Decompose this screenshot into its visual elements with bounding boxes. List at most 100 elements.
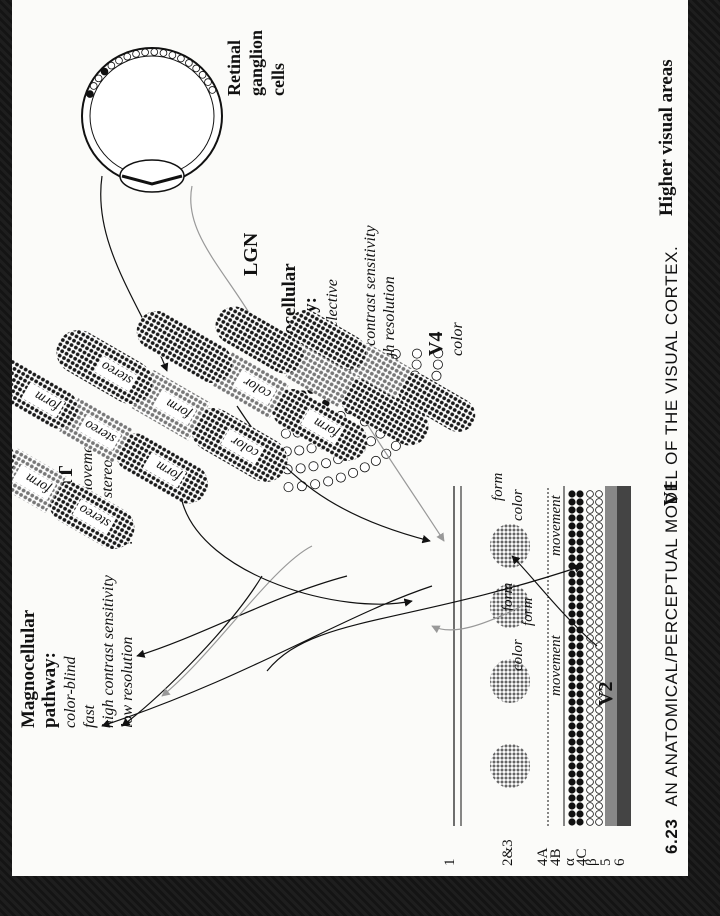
- v1-4c-alpha-cell: [568, 666, 575, 673]
- visual-cortex-diagram: Retinal ganglion cells LGN Magnocellular…: [12, 0, 688, 876]
- v1-4c-beta-cell: [596, 531, 603, 538]
- v1-4c-alpha-cell: [576, 586, 583, 593]
- v1-4c-beta-cell: [596, 627, 603, 634]
- lgn-cell: [360, 463, 369, 472]
- retina-cell: [95, 75, 102, 82]
- magno-property: high contrast sensitivity: [100, 574, 117, 728]
- v1-4c-beta-cell: [596, 603, 603, 610]
- v1-4c-beta-cell: [587, 499, 594, 506]
- v1-4c-beta-cell: [587, 491, 594, 498]
- v1-4c-beta-cell: [596, 675, 603, 682]
- v1-4c-beta-cell: [587, 763, 594, 770]
- retina-cell: [151, 49, 158, 56]
- lgn-cell: [412, 360, 421, 369]
- v1-4c-alpha-cell: [568, 674, 575, 681]
- v1-4c-alpha-cell: [576, 730, 583, 737]
- retina-cell: [193, 65, 200, 72]
- v1-4c-alpha-cell: [568, 658, 575, 665]
- lgn-cell: [433, 360, 442, 369]
- v1-4c-beta-cell: [596, 539, 603, 546]
- v1-4c-beta-cell: [596, 547, 603, 554]
- retina-cell: [116, 57, 123, 64]
- v1-4c-alpha-cell: [568, 738, 575, 745]
- svg-text:color-blindfasthigh contrast s: color-blindfasthigh contrast sensitivity…: [62, 574, 136, 728]
- v1-4c-alpha-cell: [568, 730, 575, 737]
- v1-4c-alpha-cell: [568, 810, 575, 817]
- v1-4c-alpha-cell: [568, 650, 575, 657]
- v1-4c-beta-cell: [587, 651, 594, 658]
- v1-4c-beta-cell: [587, 515, 594, 522]
- v1-4c-beta-cell: [587, 707, 594, 714]
- v1-4c-beta-cell: [587, 699, 594, 706]
- figure-page: Retinal ganglion cells LGN Magnocellular…: [12, 0, 688, 876]
- v1-4c-alpha-cell: [576, 642, 583, 649]
- v1-4c-beta-cell: [596, 739, 603, 746]
- v1-4c-alpha-cell: [576, 674, 583, 681]
- retina-cell: [90, 83, 97, 90]
- v1-4c-alpha-cell: [576, 778, 583, 785]
- v1-4c-beta-cell: [596, 523, 603, 530]
- v1-4c-beta-cell: [596, 707, 603, 714]
- v1-4c-beta-cell: [587, 771, 594, 778]
- v1-4c-alpha-cell: [568, 546, 575, 553]
- v1-4c-beta-cell: [587, 595, 594, 602]
- v1-4c-alpha-cell: [576, 602, 583, 609]
- v1-4c-beta-cell: [596, 571, 603, 578]
- v1-4c-beta-cell: [587, 611, 594, 618]
- v1-layer-label: 6: [612, 858, 628, 866]
- v1-4c-alpha-cell: [576, 554, 583, 561]
- v1-4c-beta-cell: [596, 811, 603, 818]
- v1-4c-beta-cell: [587, 683, 594, 690]
- lgn-cell: [297, 482, 306, 491]
- v1-4c-alpha-cell: [576, 514, 583, 521]
- v1-4c-alpha-cell: [568, 626, 575, 633]
- figure-caption: 6.23AN ANATOMICAL/PERCEPTUAL MODEL OF TH…: [662, 246, 681, 854]
- retina-cell: [142, 49, 149, 56]
- v1-4c-beta-cell: [587, 747, 594, 754]
- v1-4c-alpha-cell: [576, 594, 583, 601]
- v1-layer-label: 2&3: [500, 839, 516, 866]
- v1-4c-beta-cell: [596, 715, 603, 722]
- v1-4c-alpha-cell: [576, 738, 583, 745]
- retina-cell: [87, 91, 94, 98]
- v1-4c-beta-cell: [596, 795, 603, 802]
- v1-4c-beta-cell: [587, 755, 594, 762]
- magno-property: fast: [81, 704, 98, 728]
- v1-4c-alpha-cell: [568, 698, 575, 705]
- retina-cell: [101, 68, 108, 75]
- v1-4c-beta-cell: [587, 691, 594, 698]
- v2-label: V2: [595, 682, 617, 706]
- retina-cell: [108, 62, 115, 69]
- v1-4c-beta-cell: [596, 651, 603, 658]
- v1-4c-alpha-cell: [568, 506, 575, 513]
- retina-cell: [124, 53, 131, 60]
- v1-4c-alpha-cell: [568, 818, 575, 825]
- v1-4c-alpha-cell: [576, 578, 583, 585]
- lgn-cell: [321, 459, 330, 468]
- v1-4c-alpha-cell: [576, 698, 583, 705]
- v1-4c-beta-cell: [587, 563, 594, 570]
- v1-4c-beta-cell: [596, 635, 603, 642]
- v1-4c-alpha-cell: [576, 610, 583, 617]
- v1-4c-alpha-cell: [576, 818, 583, 825]
- retina-cell: [133, 51, 140, 58]
- v1-4c-alpha-cell: [576, 562, 583, 569]
- lgn-cell: [432, 371, 441, 380]
- v1-4c-alpha-cell: [576, 746, 583, 753]
- v1-4c-alpha-cell: [576, 754, 583, 761]
- v1-blob-label: color: [510, 639, 526, 671]
- v1-4c-alpha-cell: [576, 682, 583, 689]
- v1-4c-alpha-cell: [576, 538, 583, 545]
- v1-4c-beta-cell: [587, 811, 594, 818]
- v1-4c-alpha-cell: [568, 498, 575, 505]
- mt-property: stereo: [99, 459, 116, 498]
- v1-4c-beta-cell: [587, 715, 594, 722]
- v1-4c-alpha-cell: [568, 786, 575, 793]
- v1-movement-label: movement: [548, 634, 564, 696]
- v1-4c-alpha-cell: [576, 770, 583, 777]
- v1-4c-beta-cell: [587, 667, 594, 674]
- v1-4c-alpha-cell: [576, 714, 583, 721]
- lgn-cell: [371, 456, 380, 465]
- v1-4c-alpha-cell: [568, 794, 575, 801]
